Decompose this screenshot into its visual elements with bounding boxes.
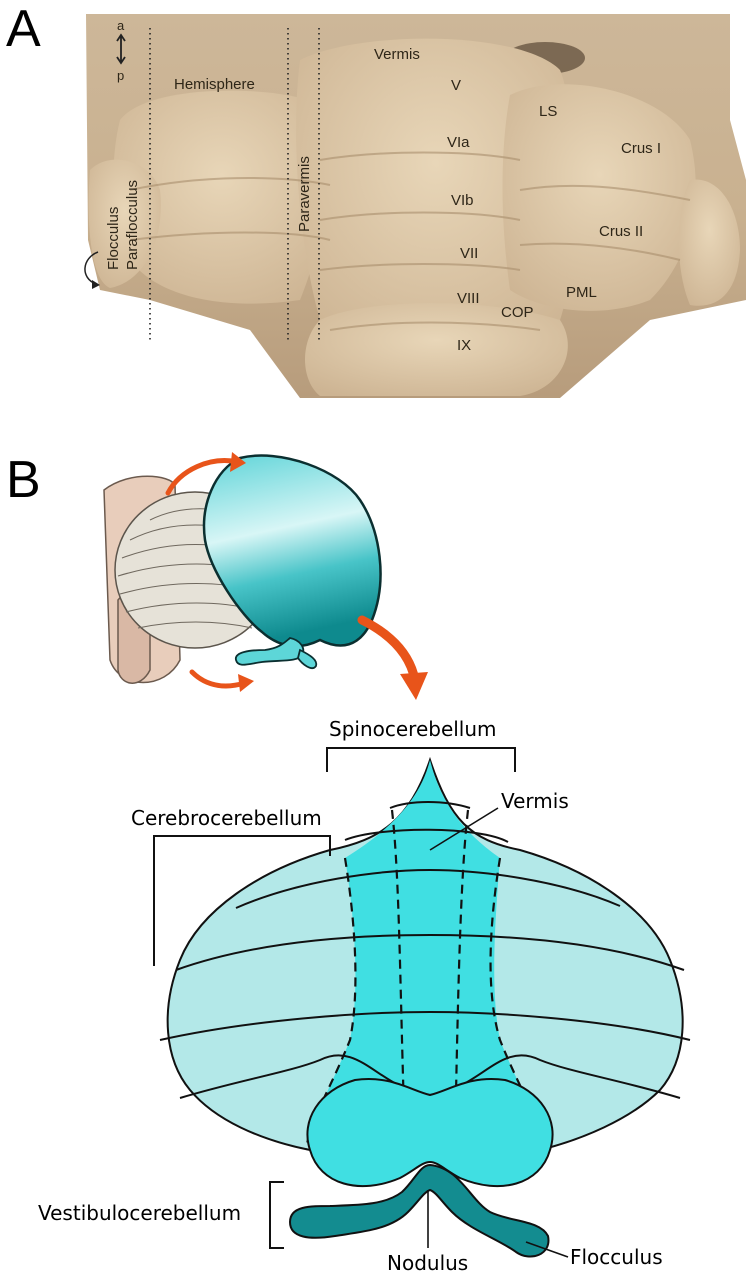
label-paravermis: Paravermis: [296, 156, 313, 232]
label-vermis-a: Vermis: [374, 46, 420, 63]
label-cerebrocerebellum: Cerebrocerebellum: [131, 806, 322, 830]
label-pml: PML: [566, 284, 597, 301]
label-lobule-viii: VIII: [457, 290, 480, 307]
label-ls: LS: [539, 103, 557, 120]
spinocerebellum-bracket: [327, 748, 515, 772]
cerebellum-photo: [86, 12, 746, 398]
label-lobule-vib: VIb: [451, 192, 474, 209]
cerebellum-illustration: [104, 452, 381, 692]
orientation-posterior: p: [117, 68, 124, 83]
unfold-main-arrow-icon: [362, 620, 415, 680]
panel-b-letter: B: [6, 451, 41, 509]
unfold-arrow-bottom-icon: [192, 672, 245, 686]
label-paraflocculus: Paraflocculus: [124, 180, 141, 270]
label-vermis-b: Vermis: [501, 789, 569, 813]
vestibulocerebellum-bracket: [270, 1182, 284, 1248]
panel-a-letter: A: [6, 0, 41, 58]
label-crus-ii: Crus II: [599, 223, 643, 240]
label-lobule-v: V: [451, 77, 461, 94]
orientation-anterior: a: [117, 18, 125, 33]
label-vestibulocerebellum: Vestibulocerebellum: [38, 1201, 241, 1225]
label-flocculus-a: Flocculus: [105, 207, 122, 270]
label-spinocerebellum: Spinocerebellum: [329, 717, 497, 741]
label-flocculus-b: Flocculus: [570, 1245, 663, 1269]
panel-a: A a p: [6, 0, 746, 398]
label-lobule-via: VIa: [447, 134, 470, 151]
label-lobule-ix: IX: [457, 337, 471, 354]
panel-b: B: [6, 451, 690, 1275]
label-cop: COP: [501, 304, 534, 321]
label-hemisphere: Hemisphere: [174, 76, 255, 93]
label-lobule-vii: VII: [460, 245, 478, 262]
label-nodulus: Nodulus: [387, 1251, 468, 1275]
unfolded-cerebellum: [160, 760, 690, 1257]
label-crus-i: Crus I: [621, 140, 661, 157]
